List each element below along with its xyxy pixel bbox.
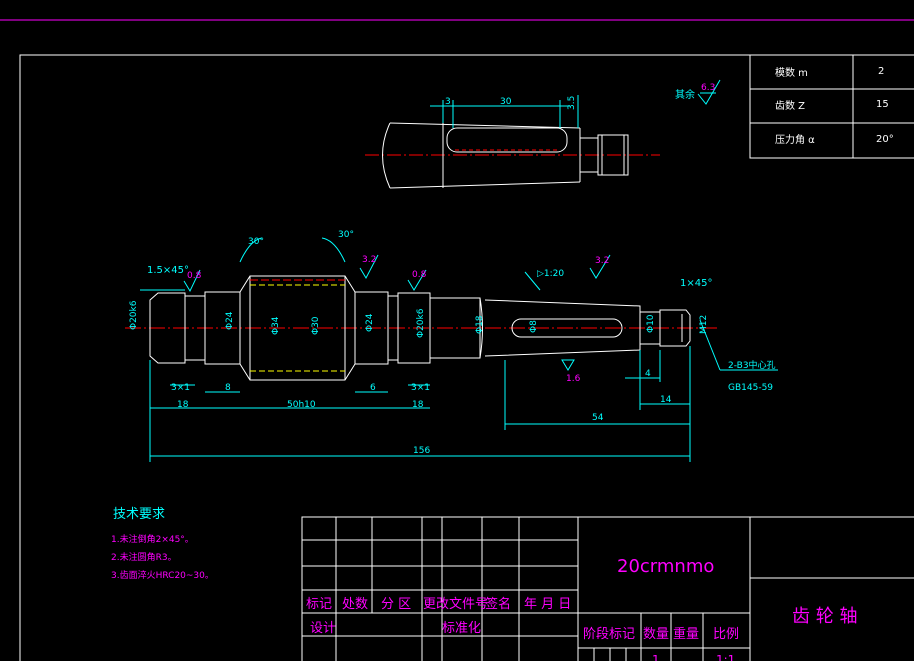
part-name: 齿 轮 轴 [792, 606, 857, 627]
dim-length-8: 8 [225, 383, 231, 393]
param-value-pressure-angle: 20° [876, 134, 894, 145]
roughness-0-8-a: 0.8 [187, 271, 202, 281]
label-scale: 比例 [713, 627, 739, 642]
tech-req-title: 技术要求 [113, 507, 165, 522]
header-docno: 更改文件号 [423, 597, 488, 612]
roughness-note: 其余 6.3 [675, 79, 721, 105]
dim-diameter-24-right: Φ24 [365, 313, 375, 332]
param-label-teeth: 齿数 Z [775, 99, 805, 112]
value-scale: 1:1 [716, 653, 735, 661]
detail-dim-3-5: 3.5 [567, 96, 577, 110]
param-value-teeth: 15 [876, 99, 889, 110]
detail-dim-30: 30 [500, 97, 512, 107]
param-value-module: 2 [878, 66, 884, 77]
header-zone: 分 区 [381, 597, 411, 612]
dim-length-4: 4 [645, 369, 651, 379]
roughness-note-label: 其余 [675, 88, 695, 101]
dim-length-18-left: 18 [177, 400, 189, 410]
dim-length-14: 14 [660, 395, 672, 405]
param-label-module: 模数 m [775, 66, 808, 79]
roughness-3-2-a: 3.2 [362, 255, 376, 265]
header-mark: 标记 [306, 597, 332, 612]
header-date: 年 月 日 [524, 597, 571, 612]
dim-diameter-24-left: Φ24 [225, 311, 235, 330]
shaft-main-view [125, 275, 720, 381]
roughness-3-2-b: 3.2 [595, 256, 609, 266]
dim-length-50: 50h10 [287, 400, 316, 410]
label-weight: 重量 [673, 626, 699, 642]
value-quantity: 1 [652, 653, 660, 661]
dim-chamfer-left: 1.5×45° [147, 265, 189, 276]
dim-diameter-20-right: Φ20k6 [416, 308, 426, 338]
title-block [301, 516, 914, 661]
dim-diameter-34: Φ34 [271, 316, 281, 335]
label-quantity: 数量 [643, 627, 669, 642]
dim-diameter-20-left: Φ20k6 [129, 300, 139, 330]
material-name: 20crmnmo [617, 556, 714, 577]
roughness-1-6: 1.6 [566, 374, 581, 384]
dim-diameter-8: Φ8 [529, 320, 539, 333]
dim-length-54: 54 [592, 413, 604, 423]
dim-groove-right: 3×1 [411, 383, 430, 393]
roughness-note-value: 6.3 [701, 83, 715, 93]
drawing-border [19, 54, 914, 661]
dim-taper: ▷1:20 [537, 269, 564, 279]
key-slot-detail-view: 3 30 3.5 [365, 95, 660, 189]
center-hole-spec: 2-B3中心孔 [728, 359, 776, 371]
label-standardization: 标准化 [442, 621, 481, 636]
header-count: 处数 [342, 597, 368, 612]
gear-parameter-table: 模数 m 2 齿数 Z 15 压力角 α 20° [749, 54, 914, 159]
param-label-pressure-angle: 压力角 α [775, 133, 815, 146]
roughness-symbols [183, 254, 611, 371]
tech-req-item-1: 1.未注倒角2×45°。 [111, 533, 194, 545]
tech-req-item-2: 2.未注圆角R3。 [111, 551, 177, 563]
dim-thread-m12: M12 [699, 315, 709, 334]
dim-length-6: 6 [370, 383, 376, 393]
center-hole-standard: GB145-59 [728, 383, 773, 393]
dim-diameter-10: Φ10 [646, 314, 656, 333]
label-stage-mark: 阶段标记 [583, 627, 635, 642]
technical-requirements: 技术要求 1.未注倒角2×45°。 2.未注圆角R3。 3.齿面淬火HRC20~… [111, 507, 214, 581]
roughness-0-8-b: 0.8 [412, 270, 427, 280]
dim-angle-30-right: 30° [338, 230, 354, 240]
dim-chamfer-right: 1×45° [680, 278, 712, 289]
dim-diameter-18: Φ18 [475, 315, 485, 334]
tech-req-item-3: 3.齿面淬火HRC20~30。 [111, 569, 214, 581]
dim-groove-left: 3×1 [171, 383, 190, 393]
dim-length-156: 156 [413, 446, 430, 456]
detail-dim-3: 3 [445, 97, 451, 107]
dimension-lines [140, 237, 778, 462]
dim-diameter-30: Φ30 [311, 316, 321, 335]
dim-angle-30-left: 30° [248, 237, 264, 247]
header-sign: 签名 [485, 596, 511, 612]
label-design: 设计 [310, 621, 336, 636]
dim-length-18-right: 18 [412, 400, 424, 410]
